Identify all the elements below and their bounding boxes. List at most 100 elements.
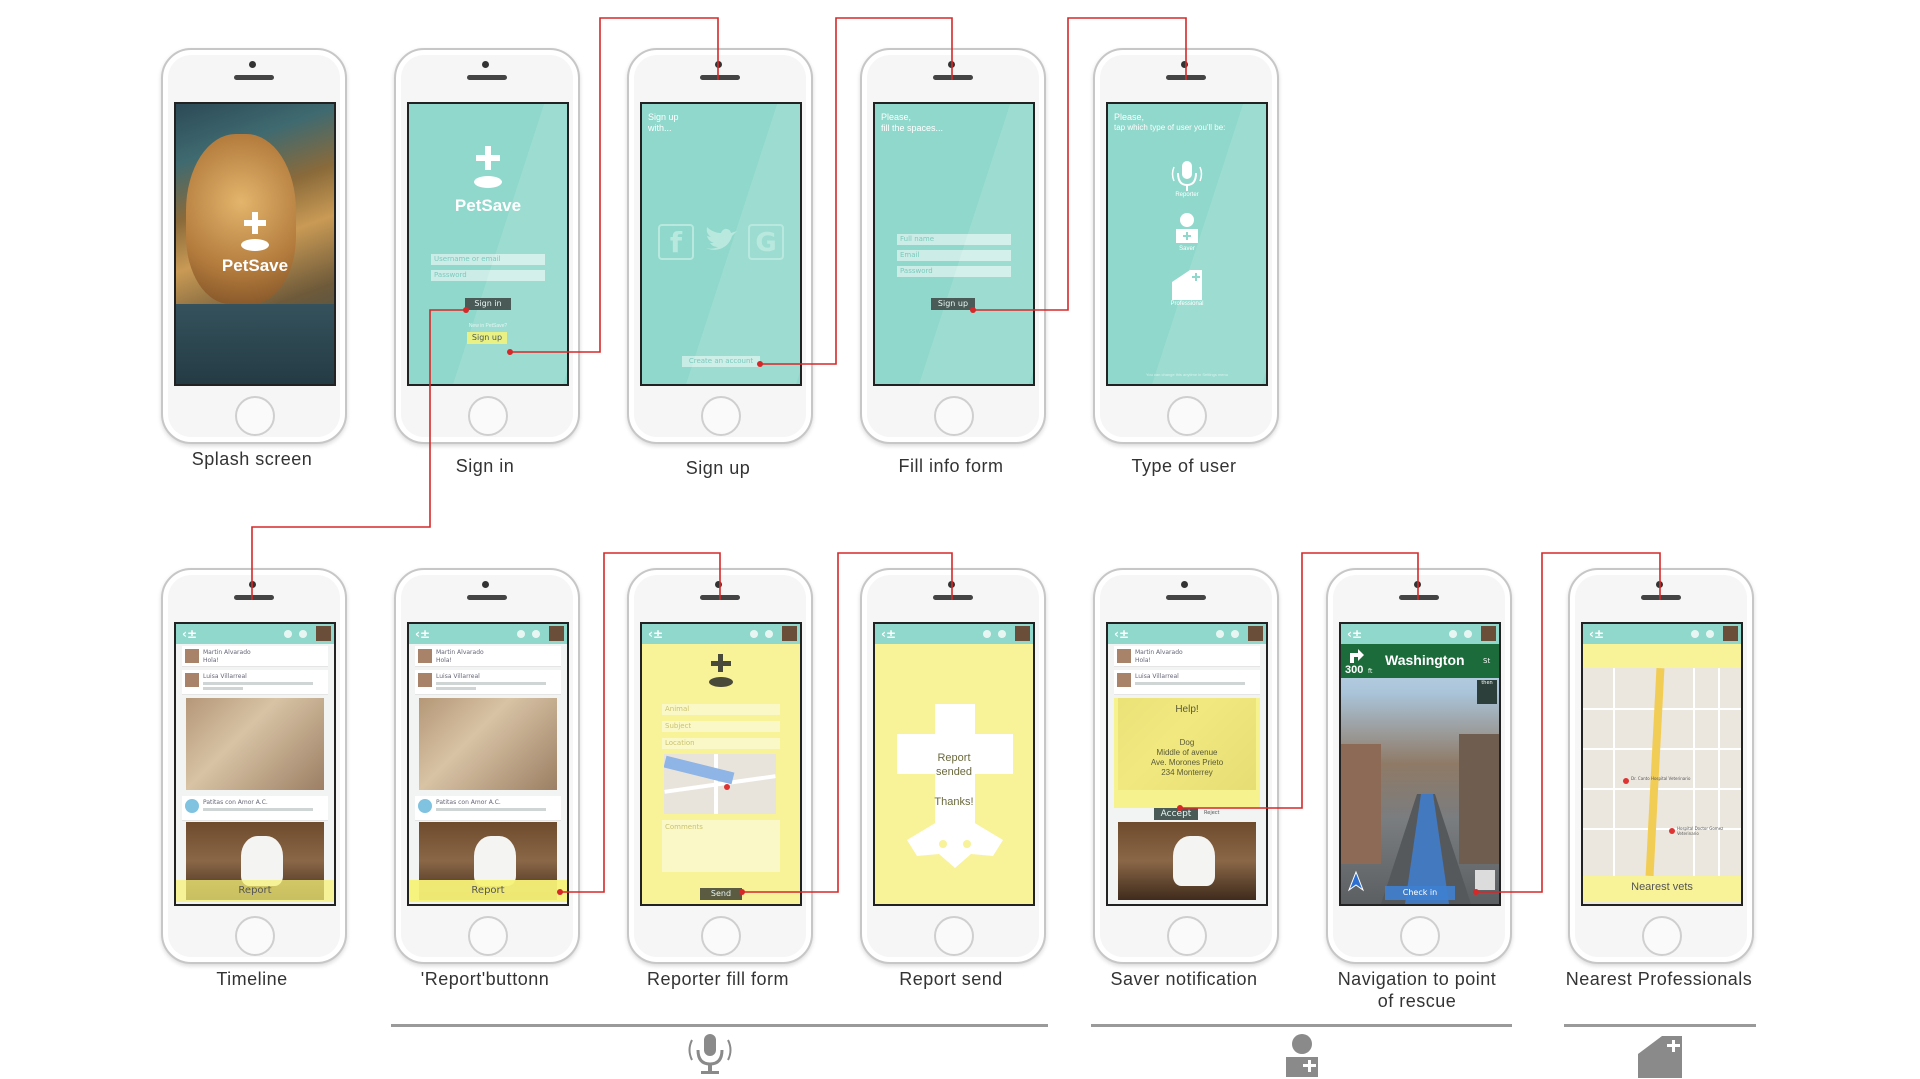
- professional-label: Professional: [1170, 301, 1204, 307]
- screen-reportsend: ‹± Report sended Thanks!: [873, 622, 1035, 906]
- phone-speaker: [234, 75, 274, 80]
- caption-navigation-2: of rescue: [1377, 991, 1457, 1011]
- distance-value: 300: [1345, 664, 1364, 676]
- chat-icon[interactable]: [1216, 630, 1224, 638]
- car-icon[interactable]: [1475, 870, 1495, 890]
- avatar[interactable]: [782, 626, 797, 641]
- connector-create-to-fillinfo: [760, 17, 953, 365]
- plus-paw-logo-icon: [709, 654, 733, 687]
- phone-reportsend: ‹± Report sended Thanks!: [860, 568, 1046, 964]
- phone-speaker: [467, 75, 507, 80]
- saver-person-icon[interactable]: [1174, 212, 1200, 244]
- top-bar: ‹±: [1583, 624, 1741, 644]
- comments-input[interactable]: Comments: [662, 820, 780, 872]
- accept-button[interactable]: Accept: [1154, 808, 1198, 820]
- chat-icon[interactable]: [517, 630, 525, 638]
- back-logo-icon[interactable]: ‹±: [182, 627, 197, 641]
- connector-report-to-form: [560, 552, 721, 893]
- avatar[interactable]: [1481, 626, 1496, 641]
- connector-dot: [757, 361, 763, 367]
- compass-arrow-icon[interactable]: [1347, 870, 1365, 892]
- plus-paw-logo-icon: [241, 212, 269, 251]
- help-detail-3: Ave. Morones Prieto: [1150, 758, 1224, 767]
- subject-input[interactable]: Subject: [662, 721, 780, 732]
- settings-icon[interactable]: [532, 630, 540, 638]
- password-input[interactable]: Password: [897, 266, 1011, 277]
- back-logo-icon[interactable]: ‹±: [881, 627, 896, 641]
- password-input[interactable]: Password: [431, 270, 545, 281]
- plus-paw-logo-icon: [474, 146, 502, 188]
- location-map[interactable]: [664, 754, 776, 814]
- professional-building-icon[interactable]: [1172, 268, 1204, 300]
- reject-button[interactable]: Reject: [1204, 810, 1220, 816]
- report-button[interactable]: Report: [176, 880, 334, 902]
- chat-icon[interactable]: [983, 630, 991, 638]
- chat-icon[interactable]: [1449, 630, 1457, 638]
- vets-map[interactable]: Dr. Canto Hospital Veterinario Hospital …: [1583, 668, 1741, 876]
- avatar[interactable]: [316, 626, 331, 641]
- facebook-icon[interactable]: f: [658, 224, 694, 260]
- usertype-heading-2: tap which type of user you'll be:: [1114, 123, 1226, 132]
- screen-splash: PetSave: [174, 102, 336, 386]
- back-logo-icon[interactable]: ‹±: [1347, 627, 1362, 641]
- signup-button[interactable]: Sign up: [931, 298, 975, 310]
- chat-icon[interactable]: [284, 630, 292, 638]
- twitter-icon[interactable]: [704, 226, 738, 256]
- avatar[interactable]: [1723, 626, 1738, 641]
- settings-icon[interactable]: [1464, 630, 1472, 638]
- vet-pin[interactable]: [1669, 828, 1675, 834]
- animal-input[interactable]: Animal: [662, 704, 780, 715]
- avatar[interactable]: [1015, 626, 1030, 641]
- settings-icon[interactable]: [299, 630, 307, 638]
- phone-home-button: [934, 396, 974, 436]
- username-input[interactable]: Username or email: [431, 254, 545, 265]
- settings-icon[interactable]: [765, 630, 773, 638]
- phone-signin: PetSave Username or email Password Sign …: [394, 48, 580, 444]
- phone-home-button: [235, 396, 275, 436]
- chat-icon[interactable]: [750, 630, 758, 638]
- microphone-icon[interactable]: [1170, 159, 1204, 193]
- post-3: Patitas con Amor A.C.: [415, 796, 561, 821]
- nearest-vets-button[interactable]: Nearest vets: [1583, 876, 1741, 902]
- saver-person-icon: [1286, 1034, 1318, 1077]
- email-input[interactable]: Email: [897, 250, 1011, 261]
- phone-usertype: Please, tap which type of user you'll be…: [1093, 48, 1279, 444]
- vet-pin[interactable]: [1623, 778, 1629, 784]
- post-author: Luisa Villarreal: [1135, 673, 1179, 680]
- chat-icon[interactable]: [1691, 630, 1699, 638]
- report-button[interactable]: Report: [409, 880, 567, 902]
- settings-icon[interactable]: [998, 630, 1006, 638]
- caption-reporterform: Reporter fill form: [646, 969, 790, 989]
- top-bar: ‹±: [875, 624, 1033, 644]
- settings-icon[interactable]: [1706, 630, 1714, 638]
- help-detail-4: 234 Monterrey: [1161, 768, 1213, 777]
- signin-button[interactable]: Sign in: [465, 298, 511, 310]
- help-title: Help!: [1175, 704, 1199, 715]
- phone-home-button: [468, 396, 508, 436]
- fullname-input[interactable]: Full name: [897, 234, 1011, 245]
- checkin-button[interactable]: Check in: [1385, 886, 1455, 900]
- google-icon[interactable]: G: [748, 224, 784, 260]
- back-logo-icon[interactable]: ‹±: [648, 627, 663, 641]
- avatar[interactable]: [1248, 626, 1263, 641]
- new-user-text: New in PetSave?: [468, 323, 508, 329]
- post-2: Luisa Villarreal: [182, 670, 328, 695]
- back-logo-icon[interactable]: ‹±: [1114, 627, 1129, 641]
- phone-timeline: ‹± Martin Alvarado Hola! Luisa Villarrea…: [161, 568, 347, 964]
- vet-label-1: Dr. Canto Hospital Veterinario: [1631, 776, 1691, 781]
- avatar[interactable]: [549, 626, 564, 641]
- signup-button[interactable]: Sign up: [467, 332, 507, 344]
- location-input[interactable]: Location: [662, 738, 780, 749]
- connector-dot: [739, 889, 745, 895]
- connector-signin-to-timeline: [251, 309, 466, 600]
- screen-usertype: Please, tap which type of user you'll be…: [1106, 102, 1268, 386]
- send-button[interactable]: Send: [700, 888, 742, 900]
- screen-navigation: ‹± 300 ft Washington St then: [1339, 622, 1501, 906]
- back-logo-icon[interactable]: ‹±: [415, 627, 430, 641]
- create-account-button[interactable]: Create an account: [682, 356, 760, 367]
- back-logo-icon[interactable]: ‹±: [1589, 627, 1604, 641]
- help-notification[interactable]: Help! Dog Middle of avenue Ave. Morones …: [1114, 698, 1260, 808]
- help-detail-2: Middle of avenue: [1156, 748, 1218, 757]
- settings-icon[interactable]: [1231, 630, 1239, 638]
- connector-signup-to-signup: [510, 17, 719, 353]
